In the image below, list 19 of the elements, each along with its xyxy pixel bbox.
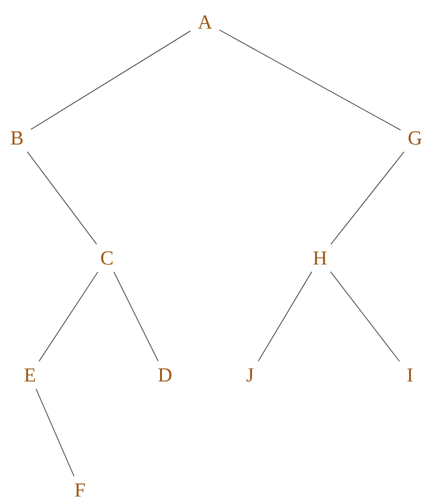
tree-node-label: B	[10, 131, 23, 145]
tree-node-label: F	[75, 483, 85, 497]
tree-edge	[219, 30, 401, 130]
tree-edge	[330, 152, 404, 245]
tree-node-label: J	[246, 368, 254, 382]
tree-edge	[330, 271, 400, 362]
tree-edge	[30, 30, 191, 130]
tree-edge	[114, 272, 159, 362]
tree-edge	[26, 151, 97, 244]
tree-node-label: A	[198, 15, 212, 29]
tree-node-label: H	[313, 251, 327, 265]
tree-node-label: D	[158, 368, 172, 382]
tree-edge	[36, 388, 74, 477]
tree-node-label: E	[24, 368, 36, 382]
tree-edge	[258, 271, 312, 362]
tree-node-label: G	[408, 131, 422, 145]
tree-node-label: C	[101, 251, 113, 265]
tree-edge	[38, 272, 98, 362]
tree-node-label: I	[407, 368, 413, 382]
